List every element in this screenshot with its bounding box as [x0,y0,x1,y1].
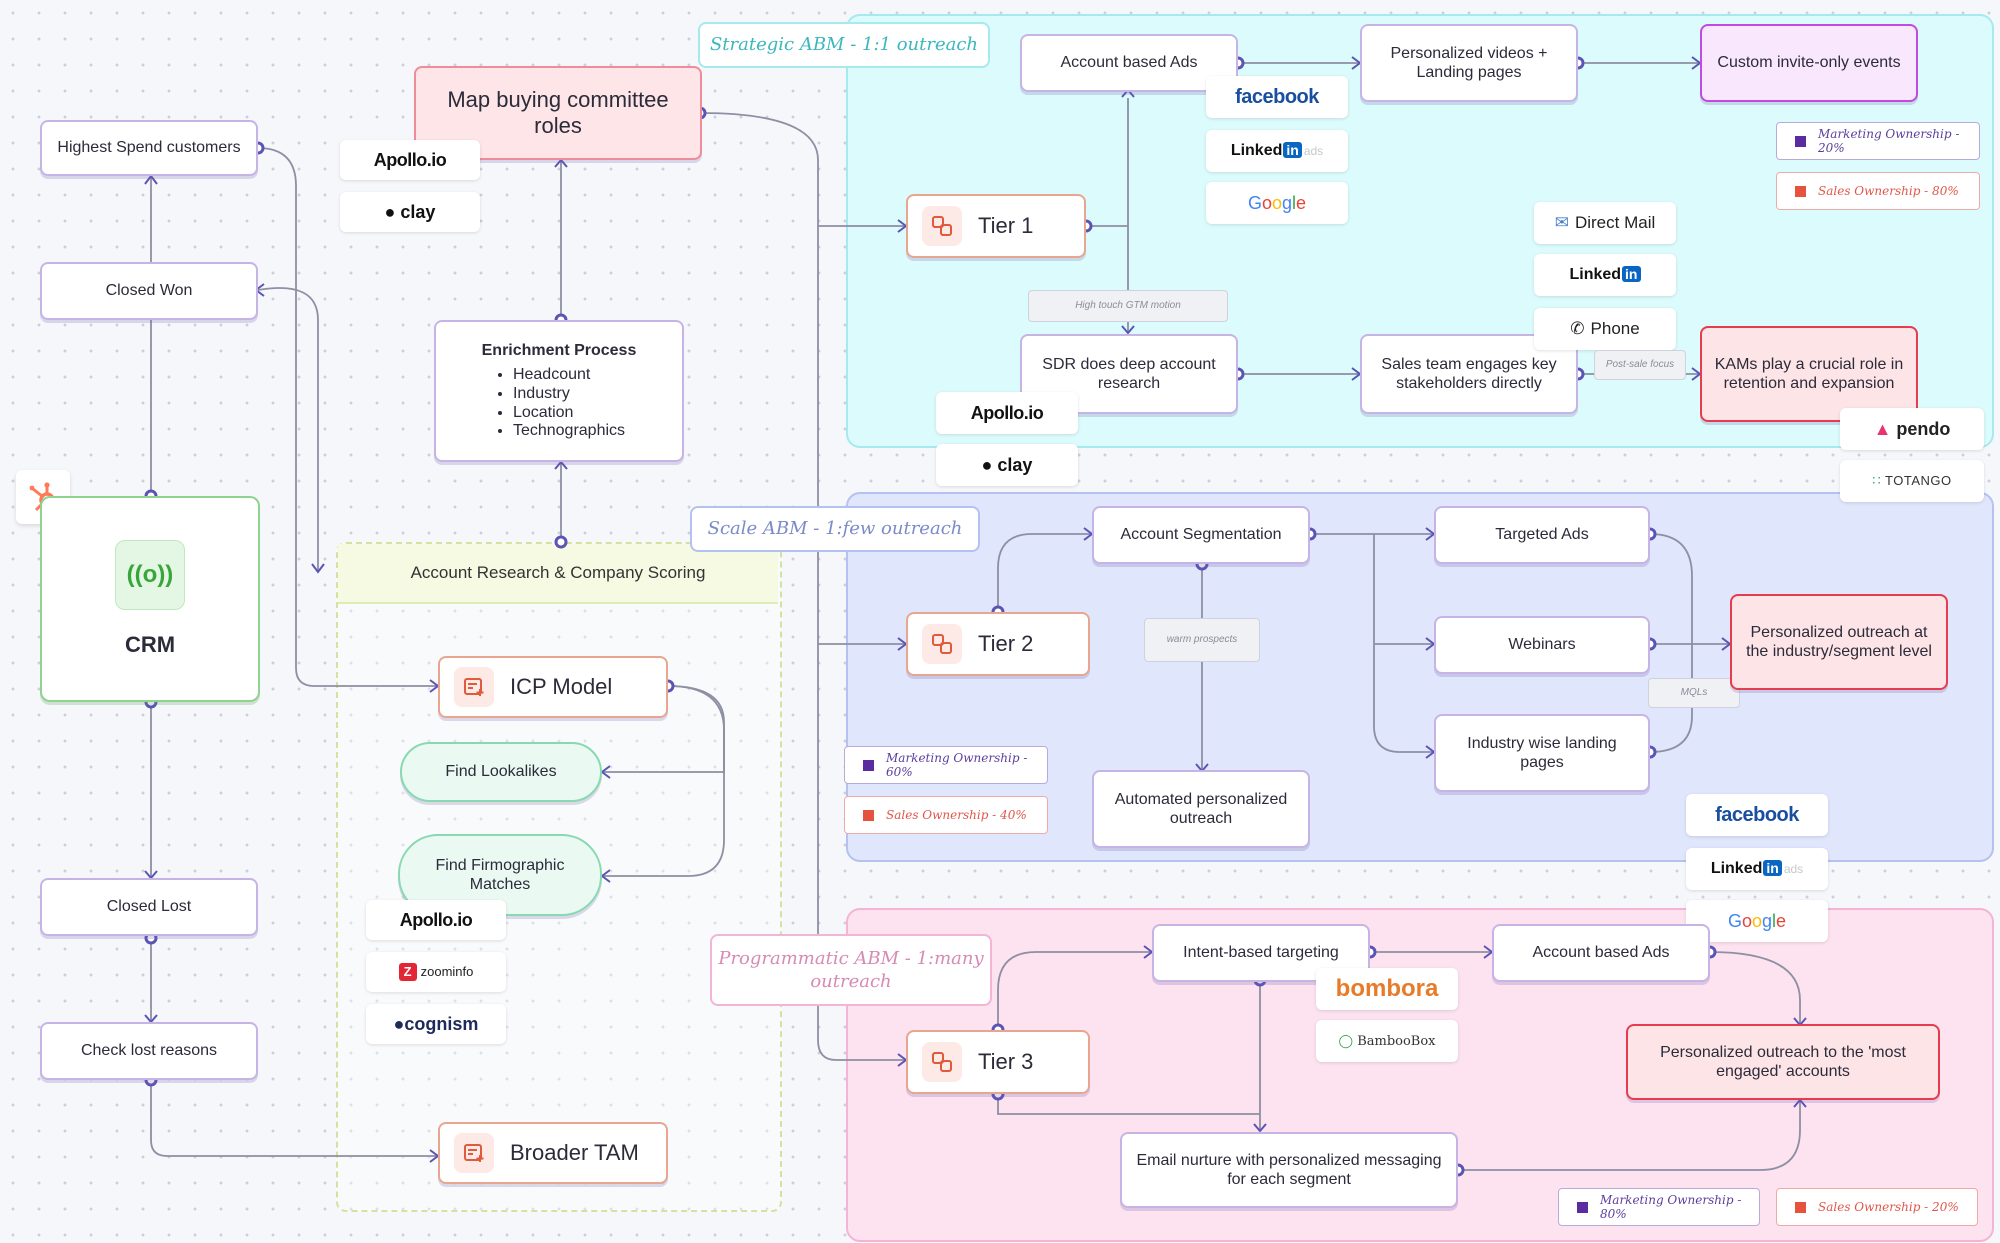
document-list-icon [454,667,494,707]
industry-landing-pages-node[interactable]: Industry wise landing pages [1434,714,1650,792]
clay-logo: ● clay [936,444,1078,486]
crm-label: CRM [124,632,176,657]
crm-node[interactable]: ((o)) CRM [40,496,260,702]
tier-3-label: Tier 3 [978,1048,1034,1074]
marketing-square-icon [1577,1201,1588,1213]
mail-icon: ✉ [1554,213,1569,232]
post-sale-note: Post-sale focus [1594,350,1686,380]
cognism-logo: ●cognism [366,1004,506,1044]
email-nurture-node[interactable]: Email nurture with personalized messagin… [1120,1132,1458,1208]
enrichment-process-node[interactable]: Enrichment Process Headcount Industry Lo… [434,320,684,462]
google-logo: Google [1206,182,1348,224]
check-lost-reasons-node[interactable]: Check lost reasons [40,1022,258,1080]
highest-spend-node[interactable]: Highest Spend customers [40,120,258,176]
sales-square-icon [1795,185,1806,197]
most-engaged-outreach-node[interactable]: Personalized outreach to the 'most engag… [1626,1024,1940,1100]
sales-ownership-badge: Sales Ownership - 40% [844,796,1048,834]
enrichment-item: Location [513,404,625,423]
kams-node[interactable]: KAMs play a crucial role in retention an… [1700,326,1918,422]
account-based-ads-node[interactable]: Account based Ads [1492,924,1710,982]
mqls-note: MQLs [1648,678,1740,708]
tier-1-node[interactable]: Tier 1 [906,194,1086,258]
document-list-icon [454,1133,494,1173]
google-logo: Google [1686,900,1828,942]
apollo-logo: Apollo.io [366,900,506,940]
custom-events-node[interactable]: Custom invite-only events [1700,24,1918,102]
webinars-node[interactable]: Webinars [1434,616,1650,674]
account-research-title: Account Research & Company Scoring [338,544,778,604]
account-segmentation-node[interactable]: Account Segmentation [1092,506,1310,564]
tier-link-icon [922,206,962,246]
map-buying-committee-node[interactable]: Map buying committee roles [414,66,702,160]
marketing-ownership-badge: Marketing Ownership - 20% [1776,122,1980,160]
bombora-logo: bombora [1316,968,1458,1010]
industry-personalized-node[interactable]: Personalized outreach at the industry/se… [1730,594,1948,690]
tier-link-icon [922,624,962,664]
tier-link-icon [922,1042,962,1082]
tier-2-node[interactable]: Tier 2 [906,612,1090,676]
high-touch-note: High touch GTM motion [1028,290,1228,322]
phone-icon: ✆ [1570,319,1585,338]
closed-won-node[interactable]: Closed Won [40,262,258,320]
enrichment-item: Industry [513,385,625,404]
sales-square-icon [863,809,874,821]
broader-tam-label: Broader TAM [510,1139,639,1165]
totango-logo: ∷ TOTANGO [1840,460,1984,502]
personalized-videos-node[interactable]: Personalized videos + Landing pages [1360,24,1578,102]
totango-mark-icon: ∷ [1872,473,1882,488]
apollo-logo: Apollo.io [340,140,480,180]
targeted-ads-node[interactable]: Targeted Ads [1434,506,1650,564]
direct-mail-chip: ✉Direct Mail [1534,202,1676,244]
icp-model-label: ICP Model [510,673,613,699]
facebook-ads-logo: facebook [1206,76,1348,118]
clay-logo: ● clay [340,192,480,232]
account-based-ads-node[interactable]: Account based Ads [1020,34,1238,92]
facebook-ads-logo: facebook [1686,794,1828,836]
programmatic-abm-title: Programmatic ABM - 1:many outreach [710,934,992,1006]
tier-3-node[interactable]: Tier 3 [906,1030,1090,1094]
apollo-logo: Apollo.io [936,392,1078,434]
bamboobox-logo: ◯ BambooBox [1316,1020,1458,1062]
broadcast-icon: ((o)) [115,540,185,610]
find-lookalikes-node[interactable]: Find Lookalikes [400,742,602,802]
enrichment-item: Technographics [513,422,625,441]
enrichment-item: Headcount [513,366,625,385]
sales-ownership-badge: Sales Ownership - 20% [1776,1188,1978,1226]
sales-ownership-badge: Sales Ownership - 80% [1776,172,1980,210]
marketing-square-icon [863,759,874,771]
strategic-abm-title: Strategic ABM - 1:1 outreach [698,22,990,68]
scale-abm-title: Scale ABM - 1:few outreach [690,506,980,552]
tier-2-label: Tier 2 [978,630,1034,656]
broader-tam-node[interactable]: Broader TAM [438,1122,668,1184]
marketing-ownership-badge: Marketing Ownership - 80% [1558,1188,1760,1226]
enrichment-list: Headcount Industry Location Technographi… [493,366,625,442]
tier-1-label: Tier 1 [978,212,1034,238]
sales-square-icon [1795,1201,1806,1213]
marketing-ownership-badge: Marketing Ownership - 60% [844,746,1048,784]
closed-lost-node[interactable]: Closed Lost [40,878,258,936]
enrichment-title: Enrichment Process [481,341,637,359]
pendo-logo: ▲ pendo [1840,408,1984,450]
marketing-square-icon [1795,135,1806,147]
warm-prospects-note: warm prospects [1144,618,1260,662]
phone-chip: ✆Phone [1534,308,1676,350]
icp-model-node[interactable]: ICP Model [438,656,668,718]
pendo-mark-icon: ▲ [1873,418,1892,439]
bamboobox-mark-icon: ◯ [1338,1033,1354,1049]
automated-outreach-node[interactable]: Automated personalized outreach [1092,770,1310,848]
